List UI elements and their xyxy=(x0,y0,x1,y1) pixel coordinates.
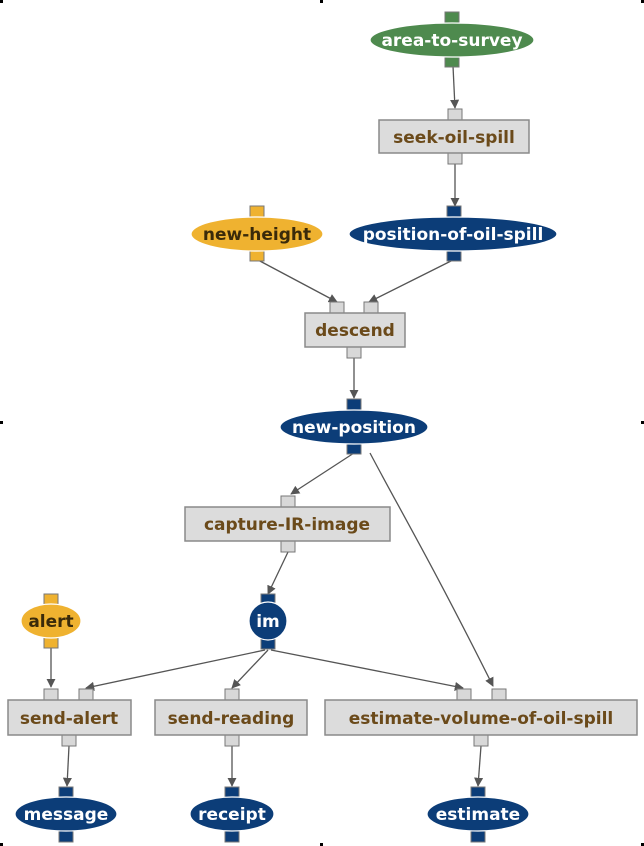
edge-newpos-to-capture xyxy=(290,452,355,495)
node-receipt[interactable]: receipt xyxy=(189,796,275,832)
node-label: seek-oil-spill xyxy=(393,128,515,148)
process-node-shape xyxy=(7,699,132,736)
node-seek-oil-spill[interactable]: seek-oil-spill xyxy=(378,119,530,154)
data-node-shape xyxy=(426,796,530,832)
node-label: area-to-survey xyxy=(381,31,522,51)
node-capture-ir-image[interactable]: capture-IR-image xyxy=(184,506,391,542)
node-label: position-of-oil-spill xyxy=(363,225,544,245)
process-node-shape xyxy=(304,312,406,348)
node-label: alert xyxy=(28,612,73,632)
node-estimate[interactable]: estimate xyxy=(426,796,530,832)
node-send-reading[interactable]: send-reading xyxy=(154,699,308,736)
input-node-shape xyxy=(190,216,324,252)
port xyxy=(43,688,59,701)
corner-mark-bottom-mid xyxy=(320,843,323,846)
node-label: new-position xyxy=(292,418,416,438)
edges xyxy=(46,65,494,787)
port xyxy=(346,346,362,359)
data-node-shape xyxy=(248,601,288,641)
port xyxy=(224,688,240,701)
corner-mark-mid-right xyxy=(641,421,644,424)
node-label: capture-IR-image xyxy=(204,515,370,535)
edge-im-to-estimate-volume xyxy=(270,649,464,691)
port xyxy=(470,786,486,799)
port xyxy=(224,734,240,747)
node-estimate-volume-of-oil-spill[interactable]: estimate-volume-of-oil-spill xyxy=(324,699,638,736)
edge-im-to-sendreading xyxy=(231,649,269,689)
node-label: estimate xyxy=(436,805,520,825)
node-new-height[interactable]: new-height xyxy=(190,216,324,252)
port xyxy=(447,108,463,121)
data-node-shape xyxy=(14,796,118,832)
corner-mark-top-right xyxy=(641,0,644,3)
node-label: descend xyxy=(315,321,395,341)
port xyxy=(280,495,296,508)
port xyxy=(447,152,463,165)
process-node-shape xyxy=(154,699,308,736)
port xyxy=(456,688,472,701)
node-label: estimate-volume-of-oil-spill xyxy=(349,709,613,729)
port xyxy=(491,688,507,701)
process-node-shape xyxy=(324,699,638,736)
edge-im-to-sendalert xyxy=(85,649,266,691)
data-node-shape xyxy=(279,409,429,445)
port xyxy=(470,830,486,843)
node-label: message xyxy=(24,805,109,825)
port xyxy=(224,786,240,799)
node-label: im xyxy=(256,612,280,632)
node-label: new-height xyxy=(203,225,311,245)
edge-position-to-descend xyxy=(368,259,454,303)
port xyxy=(280,540,296,553)
node-send-alert[interactable]: send-alert xyxy=(7,699,132,736)
node-area-to-survey[interactable]: area-to-survey xyxy=(369,22,535,58)
edge-capture-to-im xyxy=(267,551,289,595)
process-node-shape xyxy=(378,119,530,154)
corner-mark-top-mid xyxy=(320,0,323,3)
data-node-shape xyxy=(369,22,535,58)
corner-mark-top-left xyxy=(0,0,3,3)
port xyxy=(329,301,345,314)
node-label: send-reading xyxy=(168,709,295,729)
node-alert[interactable]: alert xyxy=(20,603,82,639)
port xyxy=(224,830,240,843)
data-node-shape xyxy=(189,796,275,832)
data-node-shape xyxy=(348,216,558,252)
port xyxy=(473,734,489,747)
corner-mark-bottom-right xyxy=(641,843,644,846)
node-label: send-alert xyxy=(20,709,118,729)
node-im[interactable]: im xyxy=(248,601,288,641)
port xyxy=(78,688,94,701)
node-position-of-oil-spill[interactable]: position-of-oil-spill xyxy=(348,216,558,252)
edge-area-to-seek xyxy=(450,65,460,109)
process-node-shape xyxy=(184,506,391,542)
port xyxy=(61,734,77,747)
edge-newpos-to-estimate-volume xyxy=(369,452,494,687)
port xyxy=(363,301,379,314)
edge-sendalert-to-message xyxy=(62,745,72,787)
input-node-shape xyxy=(20,603,82,639)
corner-mark-mid-left xyxy=(0,421,3,424)
node-label: receipt xyxy=(198,805,266,825)
edge-height-to-descend xyxy=(257,259,338,303)
node-message[interactable]: message xyxy=(14,796,118,832)
port xyxy=(58,830,74,843)
corner-mark-bottom-left xyxy=(0,843,3,846)
node-descend[interactable]: descend xyxy=(304,312,406,348)
port xyxy=(58,786,74,799)
edge-estimatevol-to-estimate xyxy=(474,745,484,787)
node-new-position[interactable]: new-position xyxy=(279,409,429,445)
